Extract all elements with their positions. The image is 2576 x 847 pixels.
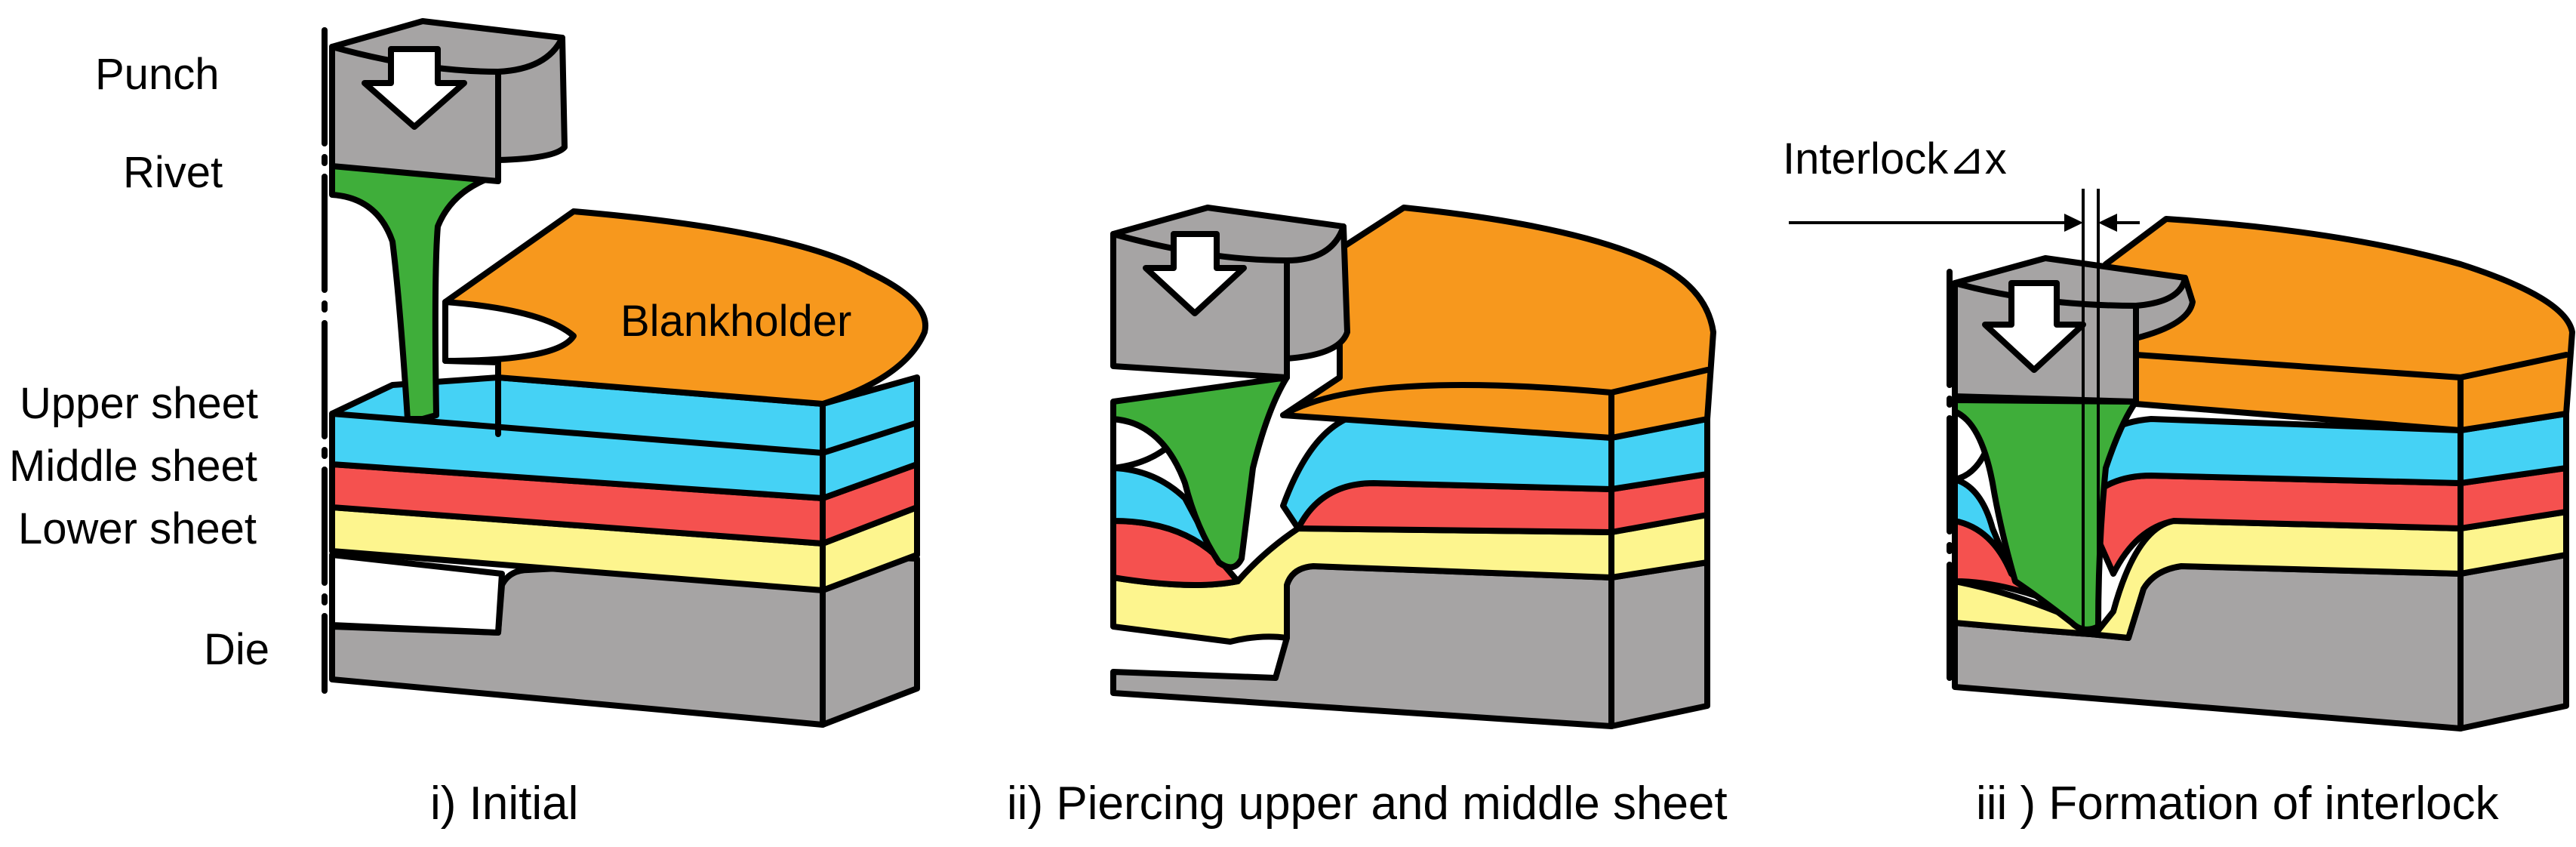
blankholder-2 xyxy=(1280,205,1716,581)
punch-arrow-icon xyxy=(1143,231,1247,316)
stage-2-piercing xyxy=(1110,205,1716,729)
die-1 xyxy=(329,552,920,728)
stage-1-initial xyxy=(322,18,929,728)
label-middle-sheet: Middle sheet xyxy=(9,442,257,491)
label-rivet: Rivet xyxy=(123,148,223,197)
punch-3 xyxy=(1952,255,2196,405)
rivet-2 xyxy=(1110,374,1290,571)
caption-stage-1: i) Initial xyxy=(430,778,578,830)
stage-3-interlock xyxy=(1789,189,2575,732)
dimension-arrowhead xyxy=(2064,214,2083,232)
label-blankholder: Blankholder xyxy=(620,297,851,346)
label-punch: Punch xyxy=(95,50,219,99)
punch-1 xyxy=(329,18,568,184)
punch-2 xyxy=(1110,205,1350,380)
label-upper-sheet: Upper sheet xyxy=(20,379,258,428)
dimension-arrowhead xyxy=(2098,214,2117,232)
caption-stage-3: iii ) Formation of interlock xyxy=(1976,778,2500,830)
punch-arrow-icon xyxy=(362,46,467,130)
rivet-3 xyxy=(1952,397,2139,633)
blankholder-1 xyxy=(442,208,929,456)
label-interlock: Interlock⊿x xyxy=(1783,134,2007,183)
label-lower-sheet: Lower sheet xyxy=(18,504,257,553)
interlock-dimension xyxy=(1789,189,2140,634)
blankholder-3 xyxy=(2103,216,2575,577)
punch-arrow-icon xyxy=(1982,280,2086,373)
rivet-1 xyxy=(329,162,501,422)
caption-stage-2: ii) Piercing upper and middle sheet xyxy=(1007,778,1728,830)
label-die: Die xyxy=(204,625,269,674)
